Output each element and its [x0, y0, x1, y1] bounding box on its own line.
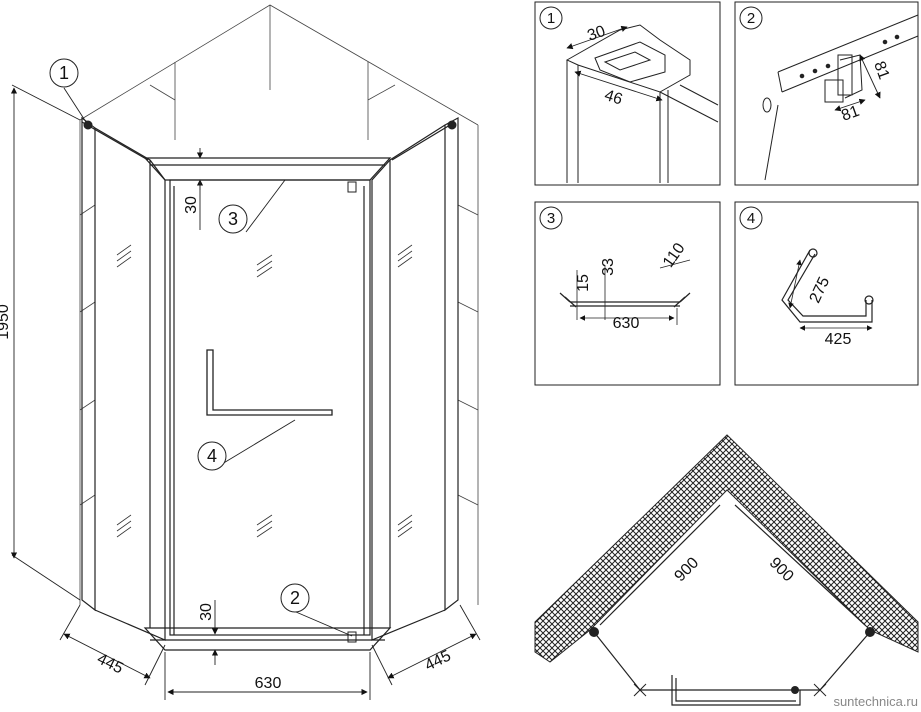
detail-1-dim-a: 30 — [585, 23, 608, 45]
detail-4-dim-b: 425 — [825, 331, 852, 348]
detail-3-panel — [534, 201, 721, 386]
bottom-rail — [143, 627, 392, 651]
top-hinge — [347, 181, 357, 193]
detail-1-panel — [534, 1, 721, 186]
detail-4-number: 4 — [747, 210, 755, 227]
watermark: suntechnica.ru — [833, 694, 918, 709]
callout-1: 1 — [49, 58, 79, 88]
detail-2-dim-a: 81 — [870, 59, 892, 82]
detail-4-panel — [734, 201, 919, 386]
detail-2-number: 2 — [747, 10, 755, 27]
door-panel — [169, 179, 371, 636]
left-corner-joint — [83, 120, 93, 130]
glass-reflections — [116, 244, 413, 538]
detail-4-dim-a: 275 — [807, 274, 834, 305]
left-side-panel — [81, 116, 166, 641]
right-side-dimension — [371, 604, 481, 686]
bottom-gap-label: 30 — [198, 603, 215, 621]
callout-4: 4 — [197, 441, 227, 471]
callout-3: 3 — [218, 204, 248, 234]
callout-3-label: 3 — [228, 209, 238, 229]
back-walls — [79, 4, 479, 605]
right-side-panel — [371, 116, 459, 641]
detail-3-dim-d: 630 — [613, 315, 640, 332]
callout-4-label: 4 — [207, 446, 217, 466]
main-view — [10, 4, 481, 700]
detail-3-number: 3 — [547, 210, 555, 227]
detail-3-dim-a: 15 — [575, 274, 592, 292]
detail-3-dim-b: 33 — [600, 258, 617, 276]
detail-2-dim-b: 81 — [839, 103, 862, 125]
door-handle — [206, 349, 333, 416]
callout-leaders — [63, 87, 353, 637]
plan-right-label: 900 — [766, 554, 797, 585]
plan-left-label: 900 — [671, 554, 702, 585]
detail-3-dim-c: 110 — [660, 240, 689, 271]
height-dimension — [10, 84, 81, 601]
callout-2-label: 2 — [290, 588, 300, 608]
callout-1-label: 1 — [59, 63, 69, 83]
callout-2: 2 — [280, 583, 310, 613]
detail-1-number: 1 — [547, 10, 555, 27]
left-side-label: 445 — [94, 650, 126, 677]
right-side-label: 445 — [422, 647, 454, 674]
top-rail — [81, 121, 456, 181]
left-side-dimension — [59, 604, 166, 686]
bottom-hinge — [347, 631, 357, 643]
detail-2-panel — [734, 1, 919, 186]
right-corner-joint — [447, 120, 457, 130]
plan-view — [534, 434, 919, 706]
height-label: 1950 — [0, 304, 12, 340]
top-gap-label: 30 — [183, 196, 200, 214]
front-width-dimension — [164, 652, 371, 700]
detail-1-dim-b: 46 — [602, 87, 624, 109]
front-width-label: 630 — [255, 675, 282, 692]
